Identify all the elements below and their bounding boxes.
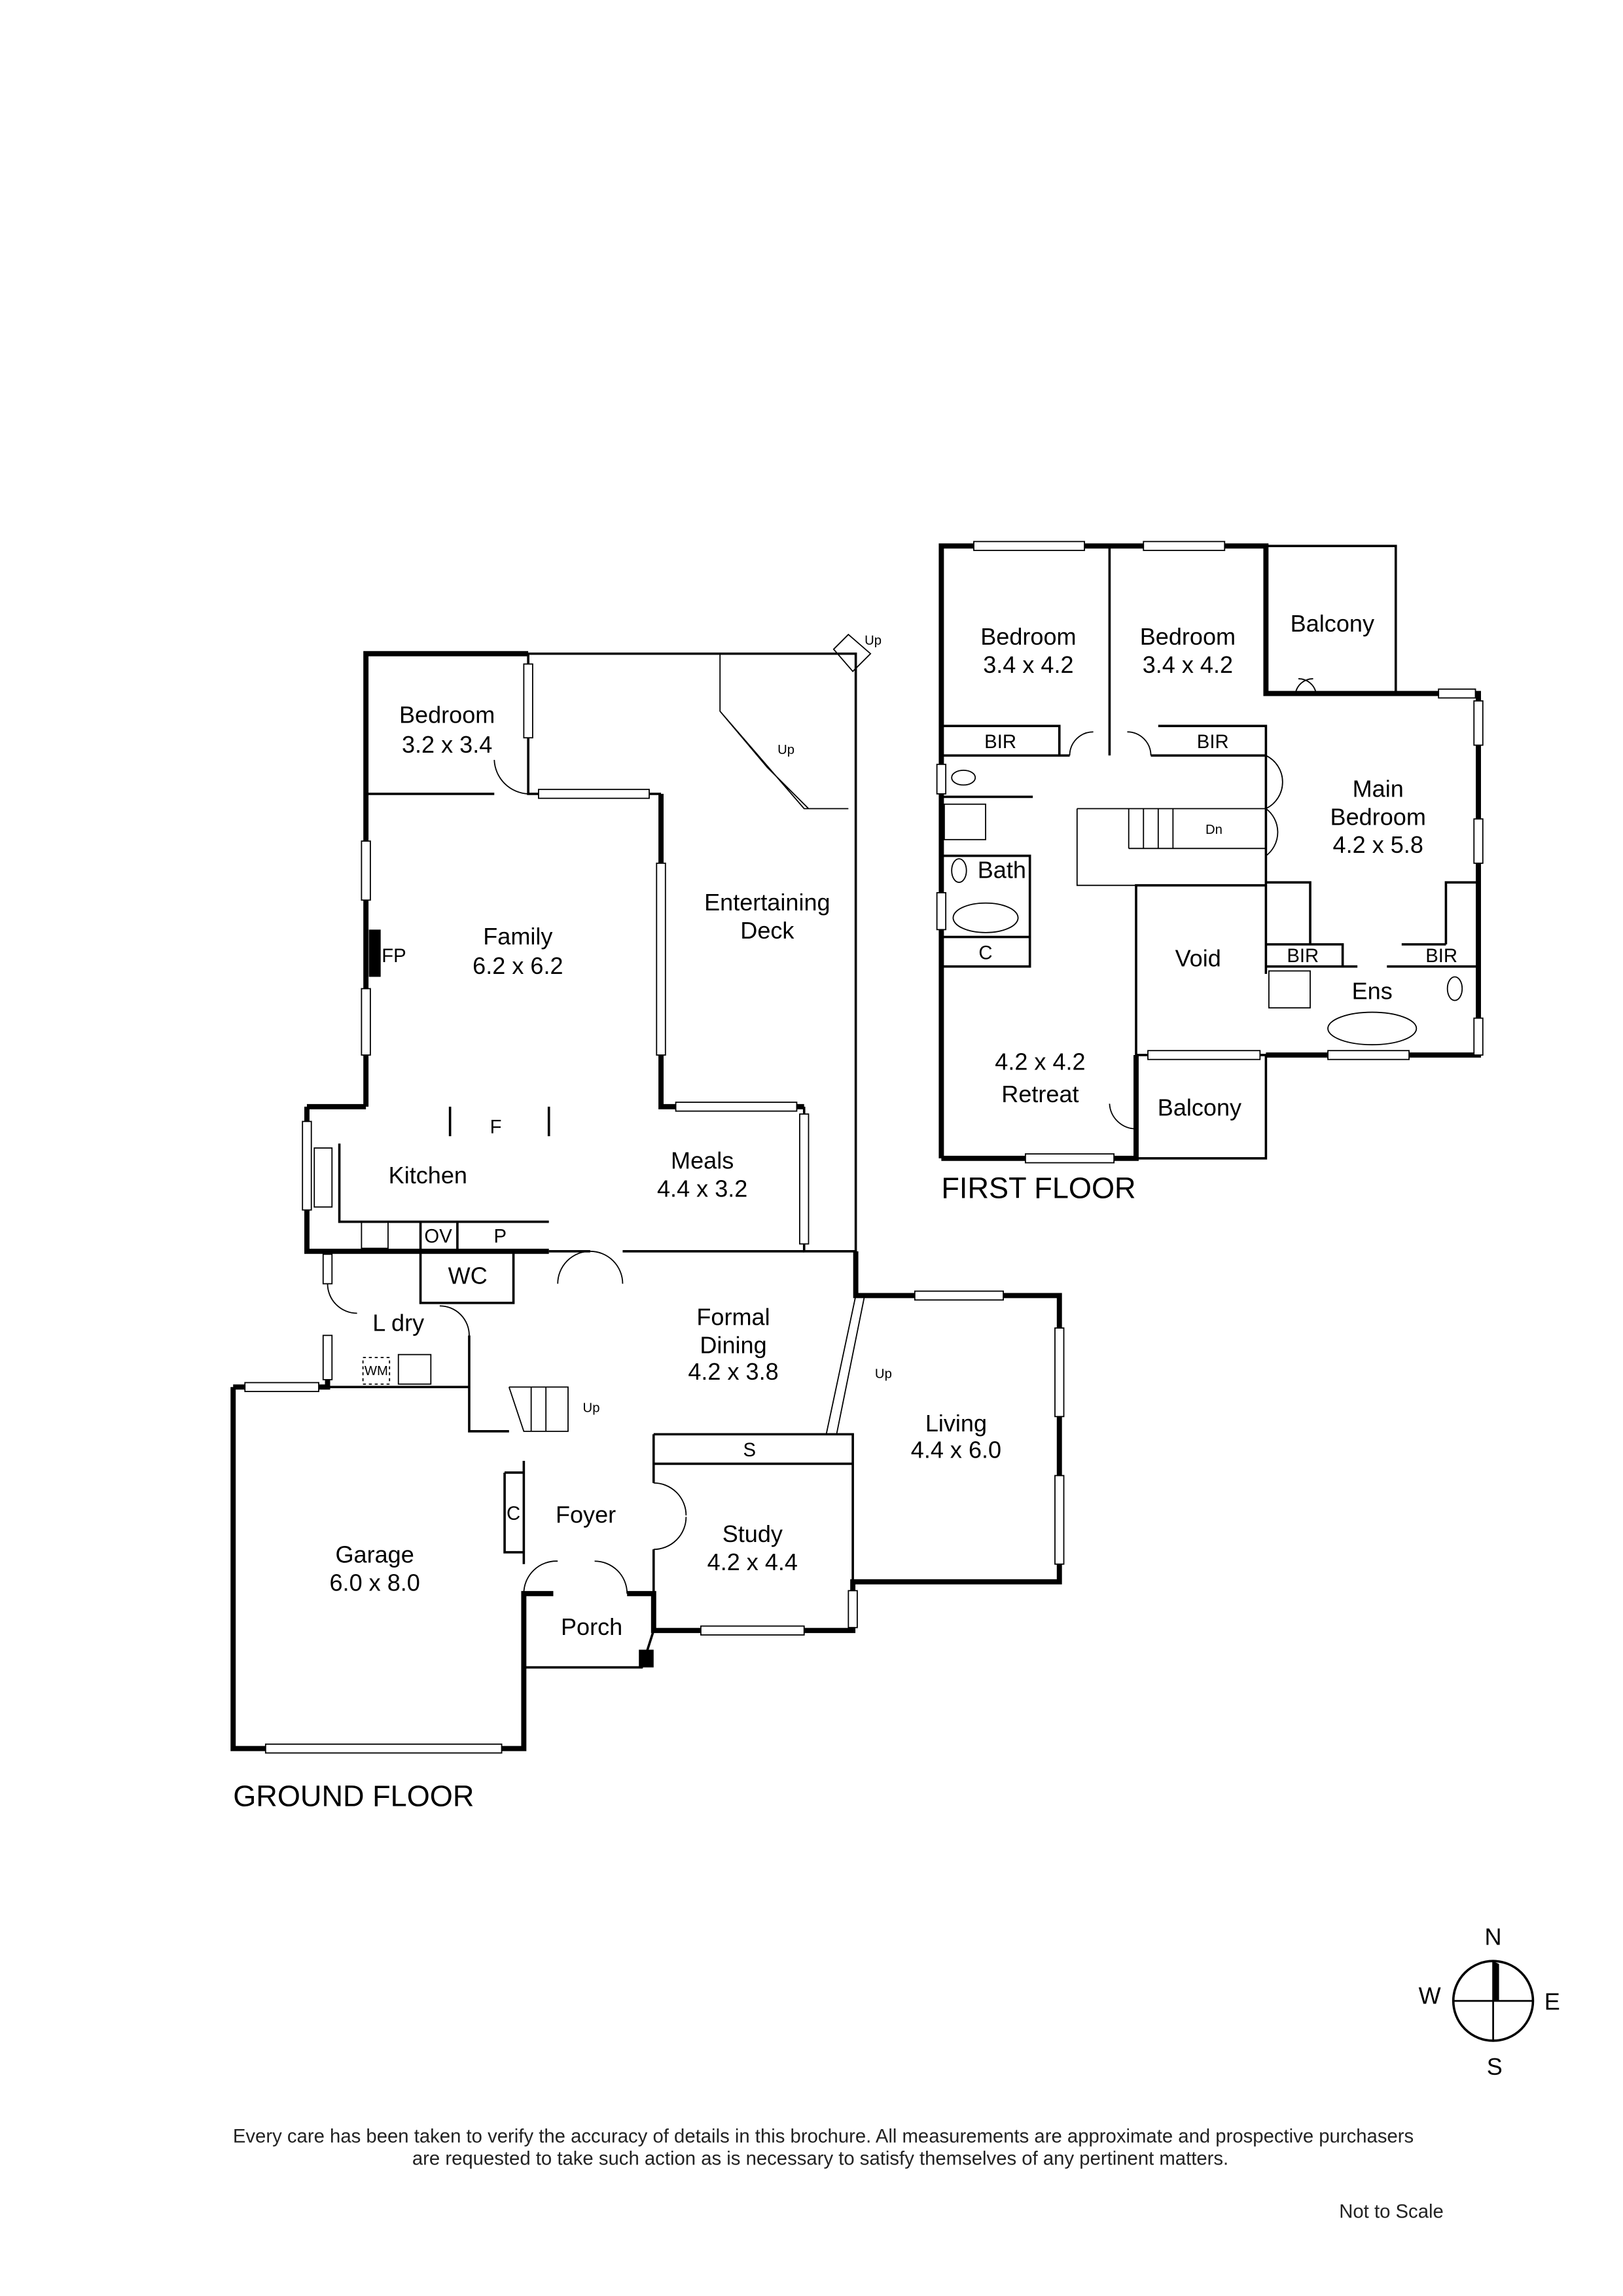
not-to-scale-label: Not to Scale bbox=[1339, 2201, 1444, 2223]
room-name: Meals bbox=[671, 1147, 734, 1174]
room-name: Balcony bbox=[1158, 1094, 1241, 1121]
room-name: Bedroom bbox=[980, 623, 1076, 650]
room-name: Garage bbox=[336, 1541, 414, 1568]
room-name: Kitchen bbox=[389, 1162, 467, 1189]
room-name: Bath bbox=[978, 856, 1026, 883]
room-name: Entertaining bbox=[704, 889, 830, 916]
fridge-label: F bbox=[490, 1116, 502, 1138]
compass-e: E bbox=[1544, 1988, 1560, 2015]
compass-w: W bbox=[1419, 1982, 1441, 2009]
cupboard-label: C bbox=[507, 1503, 520, 1524]
stair-down-label: Dn bbox=[1205, 823, 1222, 837]
room-size: 6.2 x 6.2 bbox=[473, 952, 563, 979]
room-name: Dining bbox=[700, 1331, 766, 1358]
room-name: Bedroom bbox=[399, 702, 495, 728]
room-name: Bedroom bbox=[1330, 803, 1426, 830]
room-size: 3.2 x 3.4 bbox=[402, 731, 492, 758]
room-size: 6.0 x 8.0 bbox=[329, 1569, 419, 1596]
room-name: Family bbox=[483, 923, 552, 950]
fireplace-label: FP bbox=[382, 945, 406, 967]
room-name: Porch bbox=[561, 1613, 622, 1640]
disclaimer-line-2: are requested to take such action as is … bbox=[412, 2147, 1228, 2169]
room-size: 4.4 x 3.2 bbox=[657, 1175, 747, 1202]
room-name: Foyer bbox=[556, 1501, 616, 1528]
room-name: Study bbox=[722, 1520, 783, 1547]
bir-label: BIR bbox=[1287, 945, 1319, 967]
bir-label: BIR bbox=[1197, 731, 1229, 753]
room-size: 4.4 x 6.0 bbox=[911, 1436, 1001, 1463]
compass-n: N bbox=[1485, 1923, 1502, 1950]
disclaimer-line-1: Every care has been taken to verify the … bbox=[233, 2126, 1414, 2147]
room-size: 3.4 x 4.2 bbox=[1143, 651, 1233, 678]
room-size: 4.2 x 4.2 bbox=[995, 1049, 1085, 1075]
room-size: 4.2 x 4.4 bbox=[707, 1549, 798, 1575]
stair-up-label: Up bbox=[865, 634, 882, 648]
room-size: 4.2 x 5.8 bbox=[1333, 831, 1423, 858]
compass: N S E W bbox=[1419, 1923, 1560, 2079]
first-floor-plan: Bedroom 3.4 x 4.2 Bedroom 3.4 x 4.2 Balc… bbox=[936, 541, 1484, 1205]
room-size: 4.2 x 3.8 bbox=[688, 1358, 778, 1385]
room-name: Formal bbox=[696, 1304, 770, 1331]
storage-label: S bbox=[743, 1439, 757, 1461]
room-name: Balcony bbox=[1291, 610, 1374, 637]
room-name: Void bbox=[1175, 945, 1221, 972]
room-name: Bedroom bbox=[1140, 623, 1236, 650]
oven-label: OV bbox=[424, 1225, 452, 1247]
stair-up-label: Up bbox=[583, 1401, 600, 1416]
room-name: Deck bbox=[740, 917, 794, 944]
pantry-label: P bbox=[494, 1225, 507, 1247]
room-name: Main bbox=[1353, 775, 1404, 802]
washing-machine-label: WM bbox=[365, 1364, 388, 1378]
room-name: WC bbox=[448, 1262, 488, 1289]
room-size: 3.4 x 4.2 bbox=[983, 651, 1073, 678]
first-floor-title: FIRST FLOOR bbox=[941, 1172, 1135, 1205]
stair-up-label: Up bbox=[777, 743, 794, 757]
room-name: Retreat bbox=[1001, 1081, 1079, 1107]
room-name: Ens bbox=[1352, 977, 1393, 1004]
room-name: L dry bbox=[372, 1310, 424, 1336]
ground-floor-title: GROUND FLOOR bbox=[233, 1780, 474, 1813]
ground-floor-plan: Bedroom 3.2 x 3.4 Family 6.2 x 6.2 Enter… bbox=[230, 634, 1065, 1813]
bir-label: BIR bbox=[1425, 945, 1457, 967]
bir-label: BIR bbox=[984, 731, 1016, 753]
compass-s: S bbox=[1487, 2053, 1503, 2080]
cupboard-label: C bbox=[978, 942, 992, 963]
room-name: Living bbox=[925, 1410, 987, 1437]
stair-up-label: Up bbox=[875, 1367, 892, 1382]
